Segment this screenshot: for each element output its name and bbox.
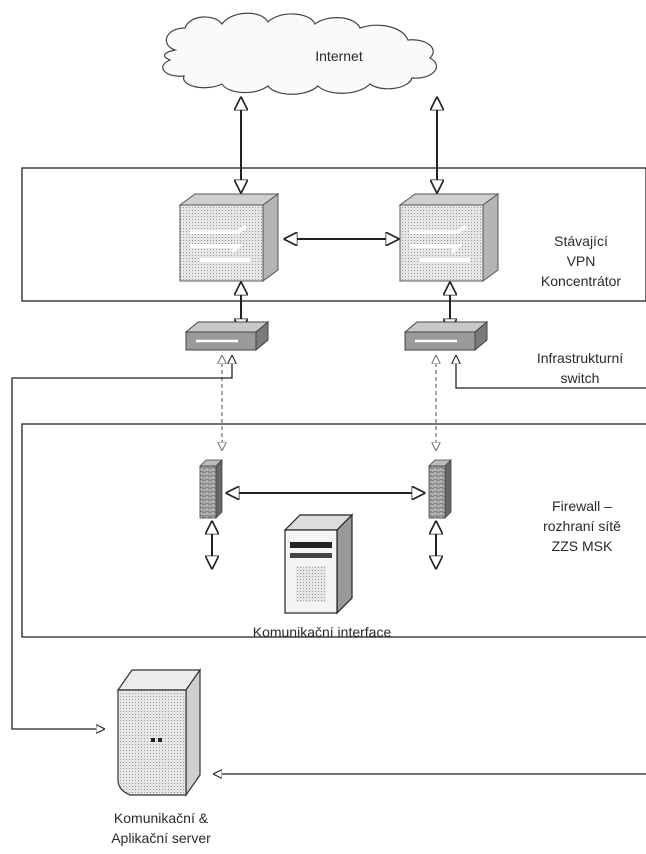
- link-switch-right-out: [456, 356, 646, 389]
- vpn-zone-frame: [21, 167, 646, 302]
- vpn-label-line3: Koncentrátor: [540, 273, 622, 289]
- server-label-line1: Komunikační &: [113, 810, 209, 826]
- vpn-concentrator-right-icon: [398, 193, 500, 282]
- switch-label: Infrastrukturní switch: [514, 348, 646, 388]
- firewall-zone-frame: [21, 423, 646, 638]
- server-label-line2: Aplikační server: [111, 830, 211, 846]
- switch-label-line1: Infrastrukturní: [536, 350, 624, 366]
- vpn-label-line2: VPN: [566, 253, 596, 269]
- vpn-label-line1: Stávající: [554, 233, 608, 249]
- communication-interface-label: Komunikační interface: [252, 624, 392, 640]
- vpn-label: Stávající VPN Koncentrátor: [524, 231, 638, 291]
- firewall-label-line3: ZZS MSK: [551, 538, 613, 554]
- firewall-label-line2: rozhraní sítě: [543, 518, 621, 534]
- link-switch-server-left: [11, 356, 232, 729]
- internet-label: Internet: [315, 48, 363, 64]
- firewall-left-icon: [199, 459, 223, 519]
- firewall-right-icon: [428, 459, 452, 519]
- firewall-label-line1: Firewall –: [552, 498, 612, 514]
- network-switch-left-icon: [184, 320, 270, 352]
- network-switch-right-icon: [403, 320, 489, 352]
- vpn-concentrator-left-icon: [178, 193, 280, 282]
- internet-cloud-icon: [162, 12, 437, 95]
- firewall-label: Firewall – rozhraní sítě ZZS MSK: [526, 496, 638, 556]
- server-label: Komunikační & Aplikační server: [96, 808, 226, 848]
- switch-label-line2: switch: [560, 370, 600, 386]
- communication-interface-server-icon: [283, 513, 354, 615]
- application-server-icon: [116, 668, 202, 797]
